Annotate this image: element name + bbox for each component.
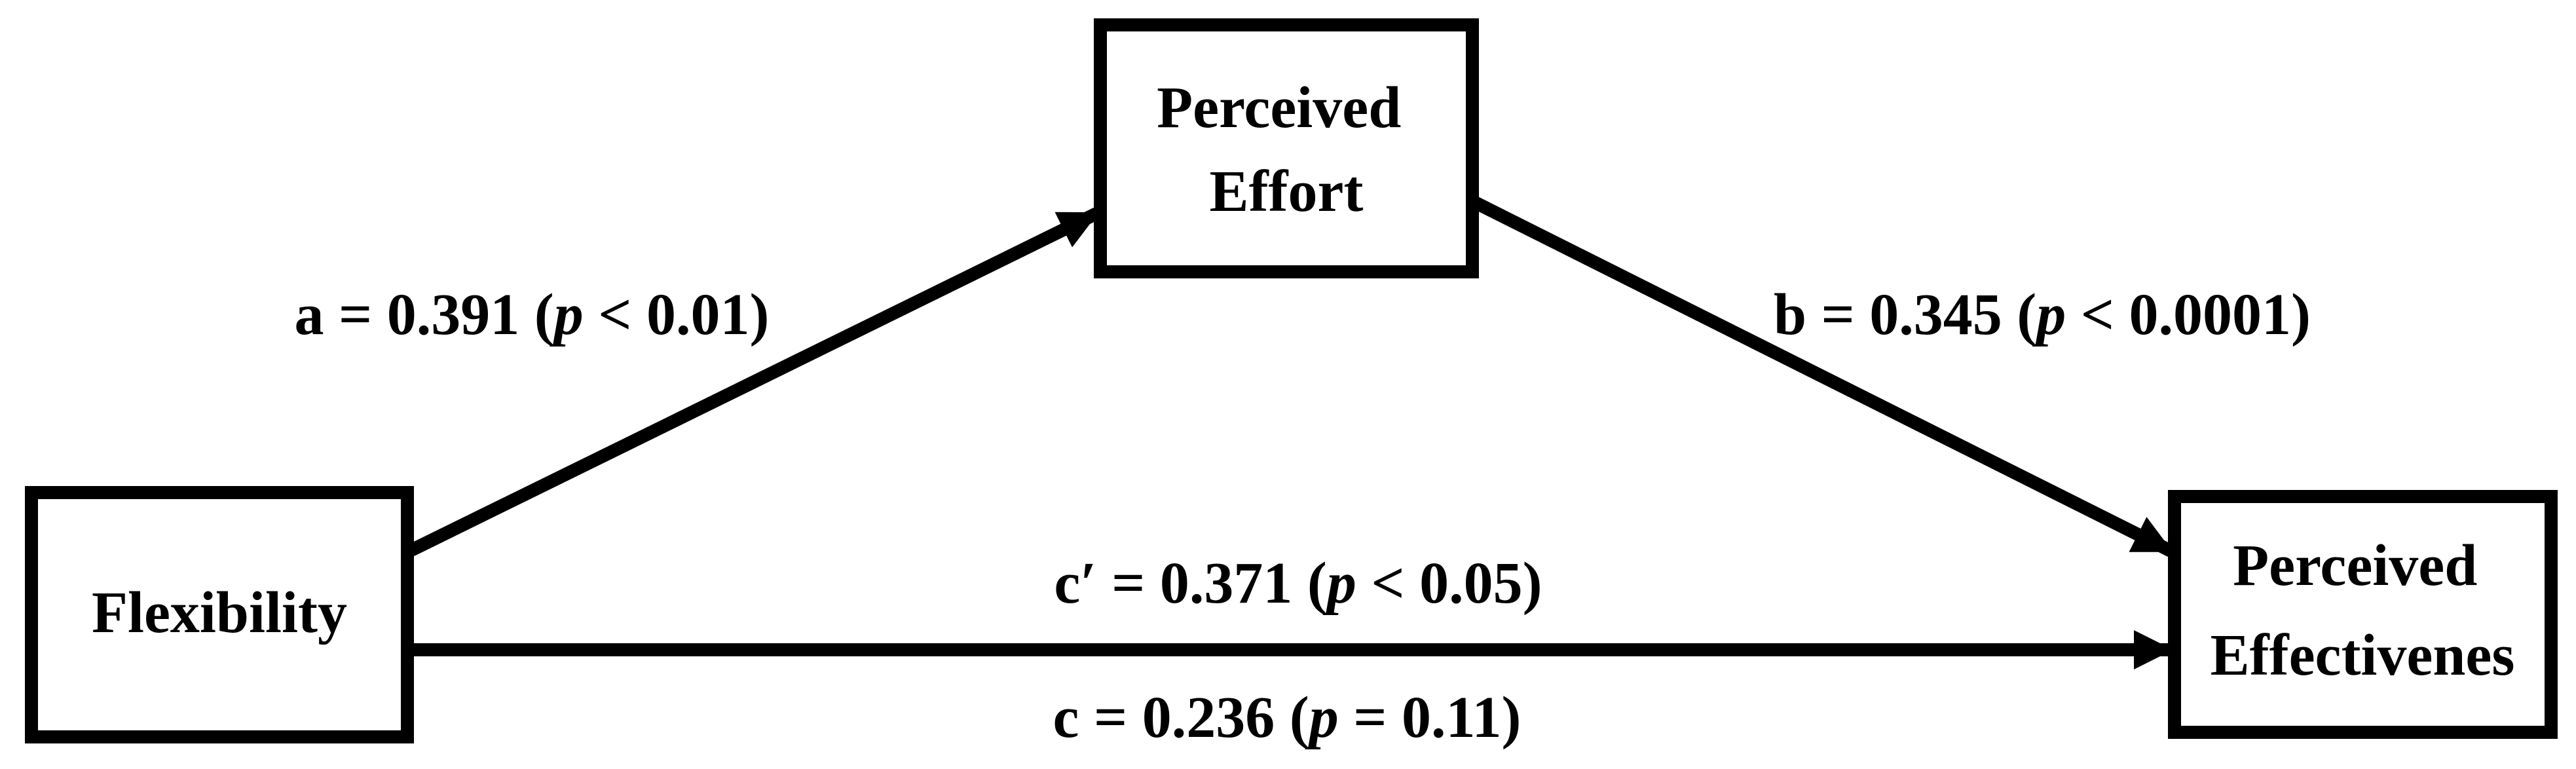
path-c-label: c = 0.236 (p = 0.11) (1053, 685, 1521, 750)
path-a-label-p: p (550, 282, 584, 347)
path-a-arrow (408, 208, 1100, 556)
node-perceived-effectiveness-label: Perceived Effectivenes (2211, 533, 2515, 688)
node-perceived-effort-line2: Effort (1210, 159, 1364, 224)
node-perceived-effort-label: Perceived Effort (1157, 75, 1416, 224)
path-b-label-pre: b = 0.345 ( (1774, 282, 2036, 347)
path-c-label-pre: c = 0.236 ( (1053, 685, 1309, 750)
path-c-prime-label-p: p (1322, 551, 1356, 616)
path-c-prime-label: c′ = 0.371 (p < 0.05) (1054, 551, 1542, 616)
node-perceived-effort-line1: Perceived (1157, 75, 1401, 140)
node-flexibility-box (25, 486, 414, 743)
path-b-label-post: < 0.0001) (2066, 282, 2311, 347)
path-c-prime-label-post: < 0.05) (1356, 551, 1542, 616)
path-b-arrow (1472, 197, 2174, 557)
node-perceived-effectiveness-line1: Perceived (2233, 533, 2477, 598)
path-c-prime-label-pre: c′ = 0.371 ( (1054, 551, 1327, 616)
node-flexibility-label: Flexibility (92, 580, 347, 645)
node-perceived-effectiveness-box (2168, 490, 2558, 739)
node-perceived-effort-box (1094, 18, 1479, 278)
path-b-label-p: p (2032, 282, 2066, 347)
path-a-label: a = 0.391 (p < 0.01) (294, 282, 769, 347)
path-a-label-pre: a = 0.391 ( (294, 282, 553, 347)
path-a-label-post: < 0.01) (584, 282, 770, 347)
path-b-label: b = 0.345 (p < 0.0001) (1774, 282, 2311, 347)
path-c-label-post: = 0.11) (1339, 685, 1521, 750)
path-c-label-p: p (1305, 685, 1339, 750)
node-perceived-effectiveness-line2: Effectivenes (2211, 623, 2515, 688)
